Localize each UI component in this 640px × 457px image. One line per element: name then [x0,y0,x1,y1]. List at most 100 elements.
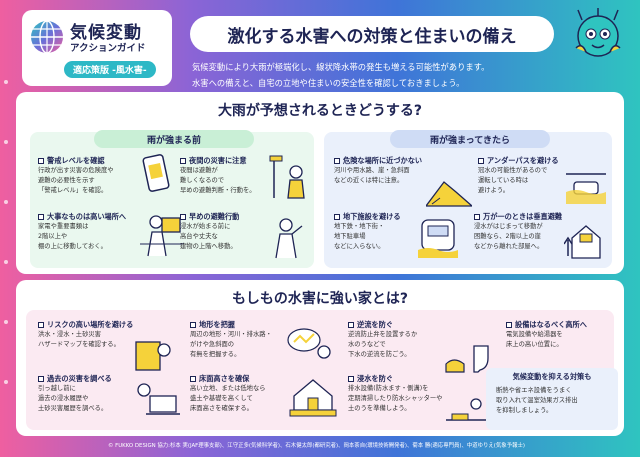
tip-text: 行政が出す災害の危険度や [38,167,114,174]
tip-text: 下水の逆流を防ごう。 [348,351,411,358]
thinking-person-icon [287,328,331,359]
evacuating-person-icon [275,218,303,259]
tip-text: 排水設備(防水ます・側溝)を [348,385,429,392]
tip-text: 避けよう。 [478,187,510,194]
checkbox-icon [478,158,484,164]
tip-text: 避難の必要性を示す [38,177,95,184]
hazard-map-icon [135,341,171,371]
callout-heading: 気候変動を抑える対策も [512,372,592,381]
tip-text: 地下鉄・地下街・ [334,223,385,230]
checkbox-icon [38,322,44,328]
tip-text: などの近くは特に注意。 [334,177,404,184]
tip-text: 浸水がはじまって移動が [474,223,543,230]
tip-text: 土のうを準備しよう。 [348,405,411,412]
section-title: 大雨が予想されるときどうする? [217,103,423,119]
checkbox-icon [348,322,354,328]
tip-research-past-disasters: 過去の災害を調べる 引っ越し前に 過去の浸水履歴や 土砂災害履歴を調べる。 [38,374,112,414]
globe-icon [31,20,63,54]
tip-text: 引っ越し前に [38,385,76,392]
tip-text: 定期清掃したり防水シャッターや [348,395,443,402]
mascot-icon [575,8,621,57]
tip-text: 難しくなるので [180,177,225,184]
tip-text: 家電や重要書類は [38,223,89,230]
decorative-dot [4,140,8,144]
lead-text-2: 水害への備えと、自宅の立地や住まいの安全性を確認しておきましょう。 [192,78,465,88]
person-umbrella-icon [269,155,305,199]
tip-avoid-underground: 地下施設を避ける 地下鉄・地下街・ 地下駐車場 などに入らない。 [334,212,401,252]
callout-line: 取り入れて温室効果ガス排出 [496,397,578,404]
landslide-icon [426,181,472,207]
checkbox-icon [334,214,340,220]
tip-text: 電気設備や給湯器を [506,331,563,338]
checkbox-icon [334,158,340,164]
toilet-sandbag-icon [445,345,489,373]
tip-heading: 万が一のときは垂直避難 [483,212,563,221]
smartphone-icon [142,154,170,192]
tip-heading: 設備はなるべく高所へ [515,320,587,329]
checkbox-icon [474,214,480,220]
heavy-rain-panel: 大雨が予想されるときどうする? 雨が強まる前 雨が強まってきたら 警戒レベルを確… [16,92,624,274]
checkbox-icon [190,376,196,382]
tip-text: などから離れた部屋へ。 [474,243,544,250]
tip-text: 高い立地、または低地なら [190,385,266,392]
tip-text: 「警戒レベル」を確認。 [38,187,108,194]
checkbox-icon [180,214,186,220]
decorative-dot [4,80,8,84]
page-title: 激化する水害への対策と住まいの備え [190,16,554,52]
footer-credit: © FUKKO DESIGN 協力:杉本 実(JAF理事支部)、江守正多(気候科… [108,443,525,449]
house-up-arrow-icon [564,225,601,259]
tip-heading: 地形を把握 [199,320,235,329]
tip-heading: 夜間の災害に注意 [189,156,247,165]
flooded-car-icon [566,173,606,204]
tip-heading: 過去の災害を調べる [47,374,112,383]
tip-text: 盛土や基礎を高くして [190,395,253,402]
tip-heading: 警戒レベルを確認 [47,156,105,165]
tip-text: 洪水・浸水・土砂災害 [38,331,101,338]
tip-text: 夜間は避難が [180,167,218,174]
tip-heading: 逆流を防ぐ [357,320,393,329]
logo-card: 気候変動 アクションガイド 適応策版 -風水害- [22,10,172,86]
tip-vertical-evacuation: 万が一のときは垂直避難 浸水がはじまって移動が 困難なら、2階以上の崖 などから… [474,212,562,252]
tip-alert-level: 警戒レベルを確認 行政が出す災害の危険度や 避難の必要性を示す 「警戒レベル」を… [38,156,114,196]
tip-heading: 危険な場所に近づかない [343,156,423,165]
drain-cleaning-icon [446,398,486,421]
tip-text: 床面高さを確保する。 [190,405,253,412]
tip-night-disaster: 夜間の災害に注意 夜間は避難が 難しくなるので 早めの避難判断・行動を。 [180,156,256,196]
checkbox-icon [348,376,354,382]
mitigation-callout: 気候変動を抑える対策も 断熱や省エネ設備をうまく 取り入れて温室効果ガス排出 を… [486,368,618,430]
tip-heading: 早めの避難行動 [189,212,240,221]
tip-text: 逆流防止弁を設置するか [348,331,418,338]
decorative-dot [4,320,8,324]
tip-text: 河川や用水路、崖・急斜面 [334,167,410,174]
tip-text: 冠水の可能性があるので [478,167,548,174]
tip-text: 地下駐車場 [334,233,366,240]
tip-heading: 地下施設を避ける [343,212,401,221]
tip-text: 床上の高い位置に。 [506,341,563,348]
before-rain-zone [30,132,314,268]
tip-text: 運転している時は [478,177,529,184]
tip-text: 建物の上階へ移動。 [180,243,237,250]
tip-heading: 大事なものは高い場所へ [47,212,127,221]
checkbox-icon [38,376,44,382]
callout-line: を抑制しましょう。 [496,407,553,414]
checkbox-icon [38,158,44,164]
logo-title: 気候変動 [70,23,142,43]
tip-text: 過去の浸水履歴や [38,395,89,402]
checkbox-icon [506,322,512,328]
tip-text: 困難なら、2階以上の崖 [474,233,541,240]
decorative-dot [4,260,8,264]
tip-heading: 浸水を防ぐ [357,374,393,383]
tip-valuables-high: 大事なものは高い場所へ 家電や重要書類は 2階以上や 棚の上に移動しておく。 [38,212,126,252]
tip-early-evacuation: 早めの避難行動 浸水が始まる前に 高台や丈夫な 建物の上階へ移動。 [180,212,239,252]
tip-text: ハザードマップを確認する。 [38,341,120,348]
tip-text: 高台や丈夫な [180,233,218,240]
tip-avoid-risky-location: リスクの高い場所を避ける 洪水・浸水・土砂災害 ハザードマップを確認する。 [38,320,133,350]
tip-text: 2階以上や [38,233,68,240]
subway-train-icon [418,219,458,258]
tip-floor-height: 床面高さを確保 高い立地、または低地なら 盛土や基礎を高くして 床面高さを確保す… [190,374,266,414]
callout-text: 断熱や省エネ設備をうまく 取り入れて温室効果ガス排出 を抑制しましょう。 [496,386,578,416]
tip-heading: 床面高さを確保 [199,374,250,383]
tip-avoid-danger: 危険な場所に近づかない 河川や用水路、崖・急斜面 などの近くは特に注意。 [334,156,422,186]
laptop-search-icon [137,383,180,415]
tip-understand-terrain: 地形を把握 周辺の地形・河川・排水路・ がけや急斜面の 有無を把握する。 [190,320,272,360]
